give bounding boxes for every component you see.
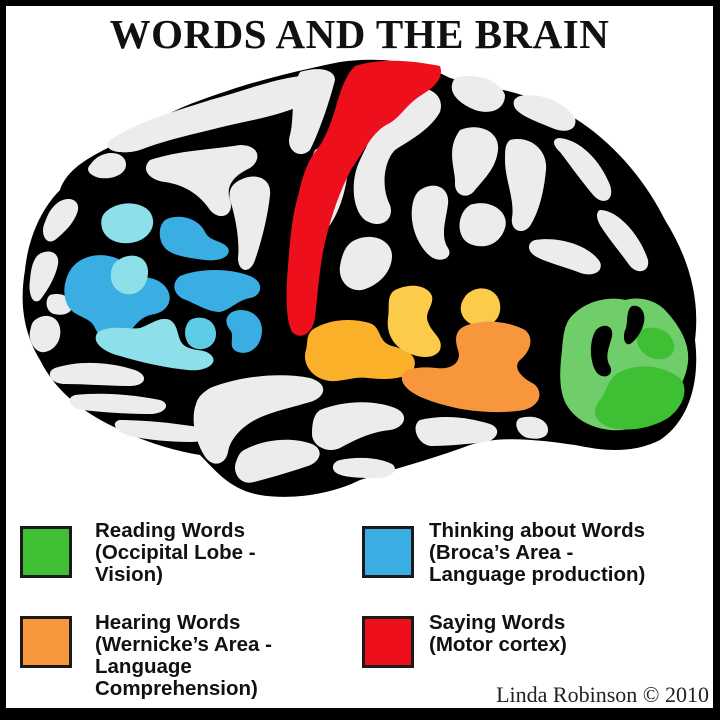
legend-swatch-red bbox=[362, 616, 414, 668]
diagram-title: WORDS AND THE BRAIN bbox=[109, 11, 610, 57]
brain-illustration bbox=[22, 59, 697, 497]
legend-swatch-orange bbox=[20, 616, 72, 668]
diagram-frame: WORDS AND THE BRAIN bbox=[6, 6, 713, 708]
legend-swatch-blue bbox=[362, 526, 414, 578]
region-thinking-about-words bbox=[64, 203, 262, 371]
region-reading-words bbox=[560, 298, 689, 431]
legend-text-reading: Reading Words (Occipital Lobe - Vision) bbox=[95, 519, 256, 586]
legend-text-saying: Saying Words (Motor cortex) bbox=[429, 611, 567, 656]
legend-text-hearing: Hearing Words (Wernicke’s Area - Languag… bbox=[95, 611, 272, 700]
legend-text-thinking: Thinking about Words (Broca’s Area - Lan… bbox=[429, 519, 646, 586]
temporal-gyri bbox=[193, 375, 548, 483]
author-credit: Linda Robinson © 2010 bbox=[496, 682, 709, 707]
region-saying-words bbox=[286, 60, 441, 336]
legend-swatch-green bbox=[20, 526, 72, 578]
region-hearing-words bbox=[304, 285, 540, 413]
gray-gyri bbox=[29, 69, 335, 442]
